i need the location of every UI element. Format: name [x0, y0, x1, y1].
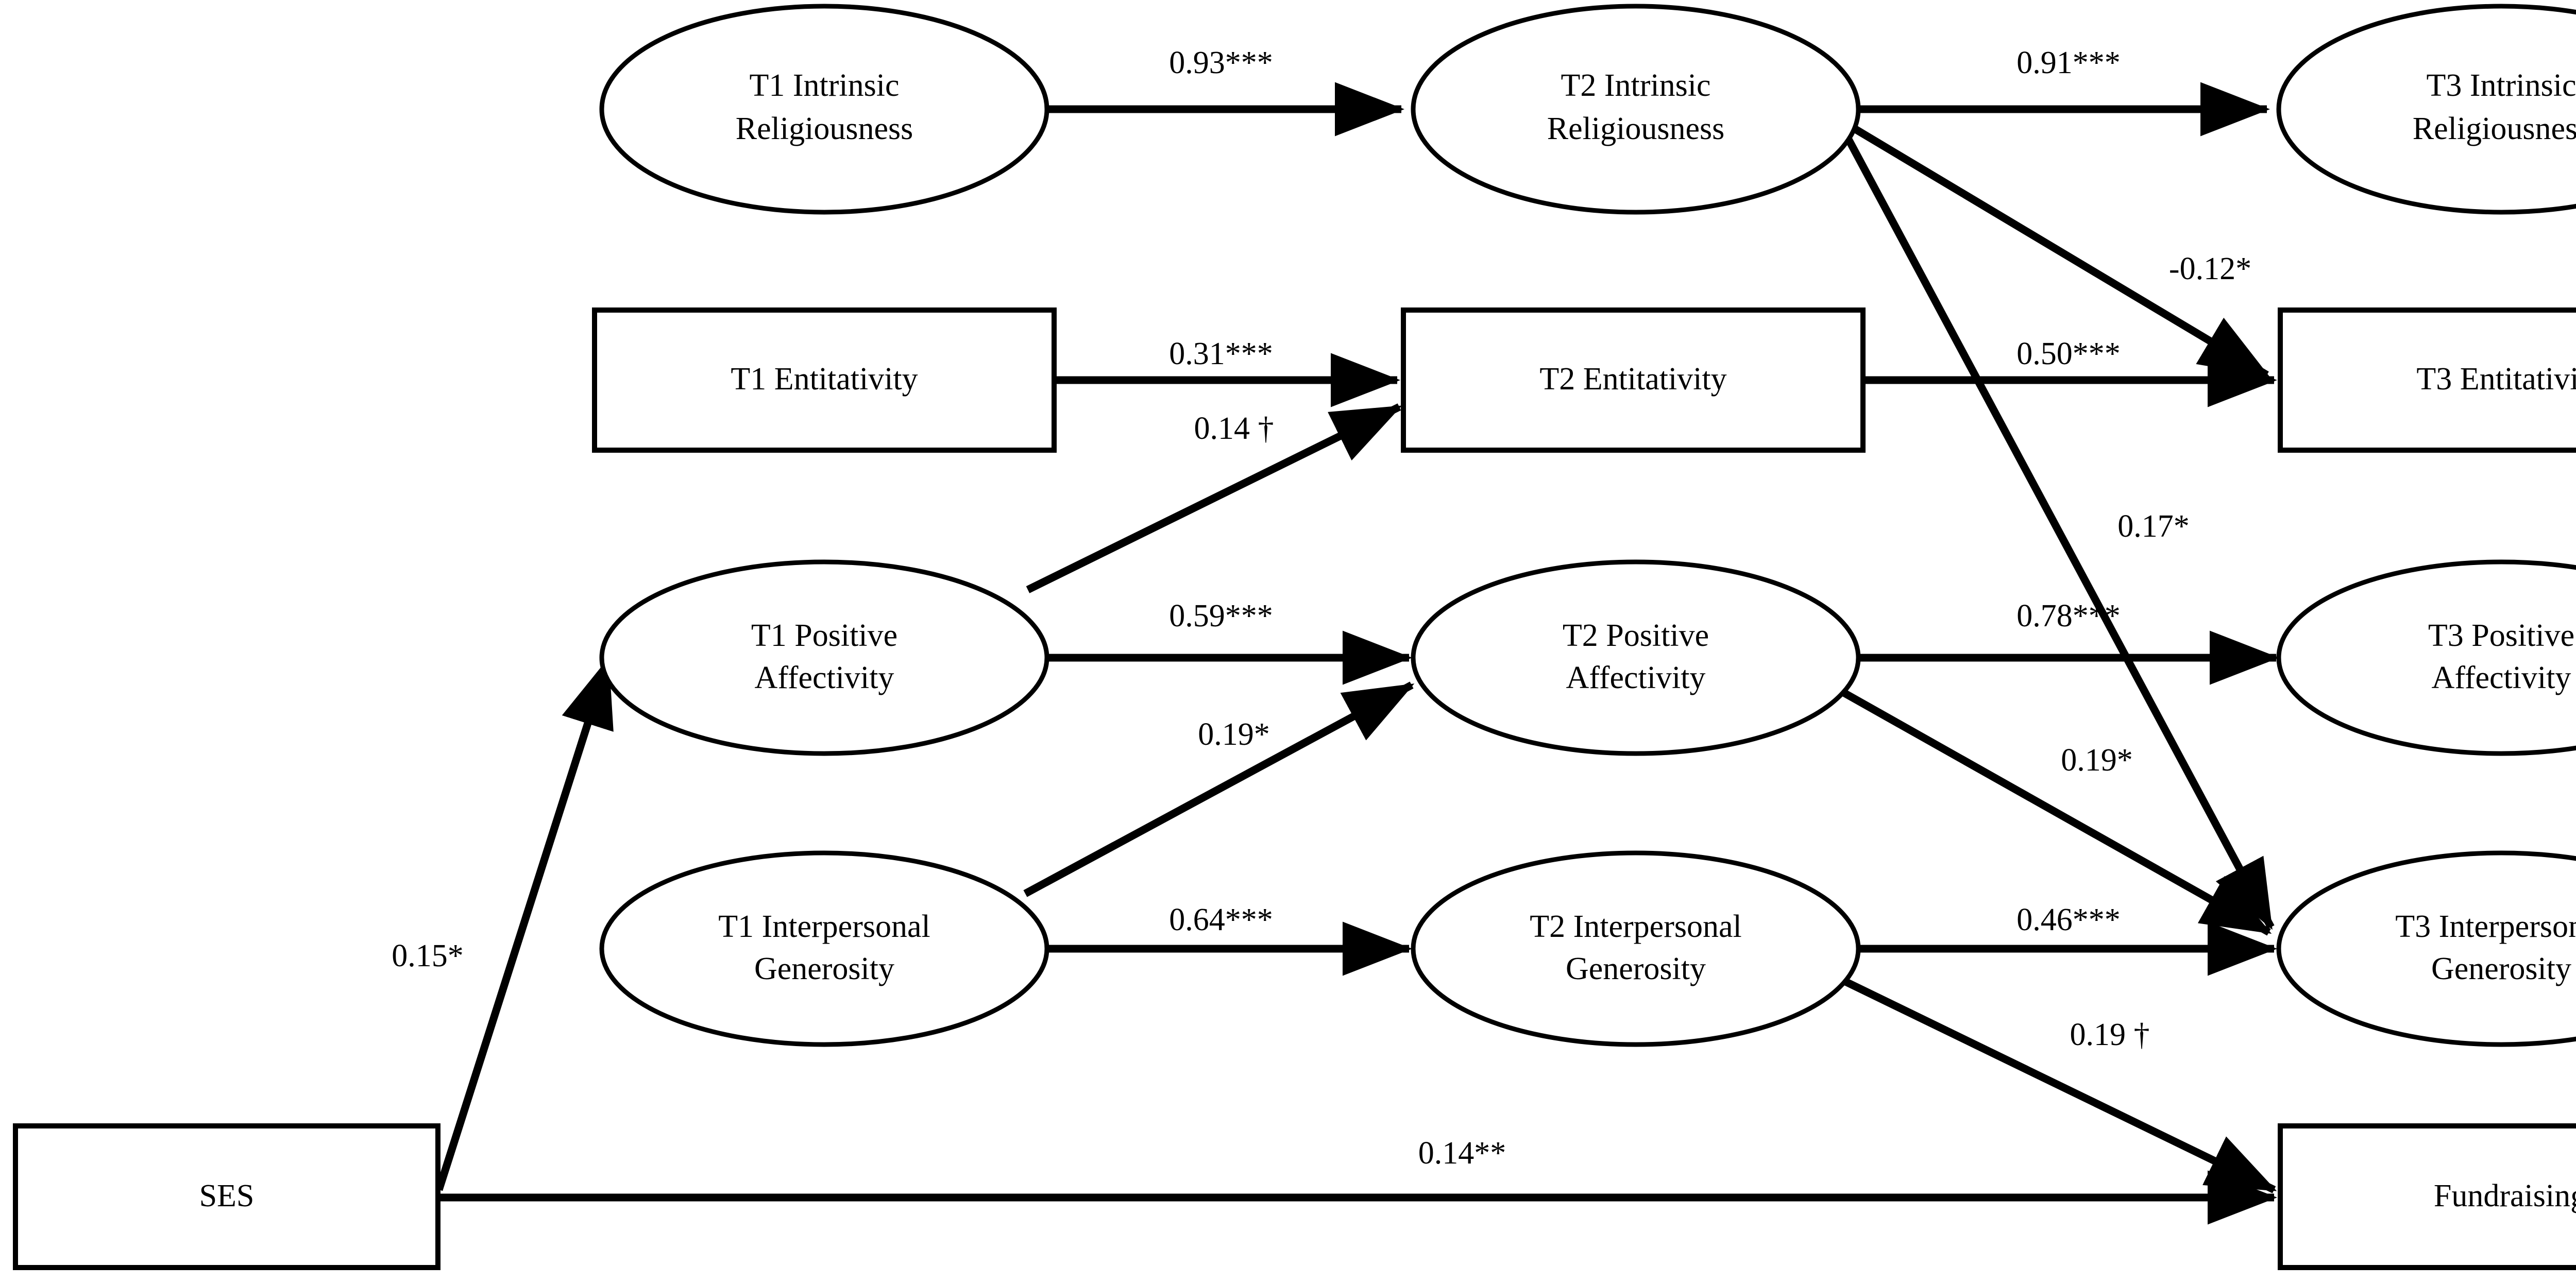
edge-label-t2pa-t3pa: 0.78*** — [2016, 598, 2121, 634]
edge-label-ses-fundraising: 0.14** — [1418, 1136, 1506, 1171]
edge-t2ir-t3ent — [1853, 125, 2270, 379]
edge-label-t2ent-t3ent: 0.50*** — [2016, 336, 2121, 371]
node-label-line2: Affectivity — [1566, 660, 1706, 695]
edge-t2ig-fundraising — [1837, 975, 2277, 1193]
edge-label-t2ir-t3ig: 0.17* — [2117, 509, 2190, 544]
node-t3-interpersonal-generosity[interactable]: T3 Interpersonal Generosity — [2276, 850, 2576, 1047]
edge-label-t1ig-t2ig: 0.64*** — [1169, 902, 1273, 937]
node-t2-intrinsic-religiousness[interactable]: T2 Intrinsic Religiousness — [1411, 4, 1861, 215]
node-fundraising[interactable]: Fundraising — [2278, 1123, 2576, 1270]
node-label-line2: Affectivity — [755, 660, 894, 695]
node-label-line2: Religiousness — [2413, 111, 2576, 146]
node-label-line1: T3 Entitativity — [2416, 362, 2576, 397]
edge-label-t1ir-t2ir: 0.93*** — [1169, 45, 1273, 80]
edge-ses-t1pa — [435, 657, 614, 1191]
node-label-line2: Generosity — [754, 951, 894, 986]
edge-label-t2pa-t3ig: 0.19* — [2061, 743, 2133, 778]
edge-t2ir-t3ig — [1843, 134, 2275, 930]
edge-label-t2ir-t3ir: 0.91*** — [2016, 45, 2121, 80]
edge-label-t1pa-t2pa: 0.59*** — [1169, 598, 1273, 634]
node-label-line1: T1 Positive — [751, 618, 897, 653]
node-label-line2: Affectivity — [2432, 660, 2571, 695]
edge-label-t1ent-t2ent: 0.31*** — [1169, 336, 1273, 371]
node-t3-positive-affectivity[interactable]: T3 Positive Affectivity — [2276, 559, 2576, 756]
node-ses[interactable]: SES — [13, 1123, 440, 1270]
edge-label-t2ig-fundraising: 0.19 † — [2070, 1017, 2150, 1052]
edge-label-t2ig-t3ig: 0.46*** — [2016, 902, 2121, 937]
node-label-line1: T2 Positive — [1563, 618, 1709, 653]
edge-t1ig-t2pa — [1023, 681, 1415, 897]
node-label-line1: T1 Intrinsic — [750, 68, 900, 103]
node-label-line1: T2 Entitativity — [1539, 362, 1726, 397]
node-t1-intrinsic-religiousness[interactable]: T1 Intrinsic Religiousness — [599, 4, 1049, 215]
node-t1-positive-affectivity[interactable]: T1 Positive Affectivity — [599, 559, 1049, 756]
node-label-line1: T1 Interpersonal — [718, 909, 930, 944]
node-t2-entitativity[interactable]: T2 Entitativity — [1401, 307, 1866, 453]
node-label-line2: Religiousness — [736, 111, 913, 146]
node-t2-interpersonal-generosity[interactable]: T2 Interpersonal Generosity — [1411, 850, 1861, 1047]
nodes-layer: T1 Intrinsic Religiousness T2 Intrinsic … — [13, 4, 2576, 1270]
edge-label-t1ig-t2pa: 0.19* — [1198, 717, 1270, 752]
edge-t2pa-t3ig — [1837, 687, 2272, 936]
node-label-line2: Generosity — [1566, 951, 1706, 986]
node-label-line1: SES — [199, 1178, 255, 1213]
node-t3-entitativity[interactable]: T3 Entitativity — [2278, 307, 2576, 453]
node-t1-interpersonal-generosity[interactable]: T1 Interpersonal Generosity — [599, 850, 1049, 1047]
node-label-line2: Religiousness — [1547, 111, 1724, 146]
node-label-line1: Fundraising — [2434, 1178, 2576, 1213]
edge-t1pa-t2ent — [1026, 403, 1402, 593]
node-label-line1: T3 Positive — [2428, 618, 2574, 653]
node-label-line1: T2 Intrinsic — [1561, 68, 1711, 103]
node-t1-entitativity[interactable]: T1 Entitativity — [592, 307, 1057, 453]
node-t2-positive-affectivity[interactable]: T2 Positive Affectivity — [1411, 559, 1861, 756]
node-label-line1: T2 Interpersonal — [1530, 909, 1741, 944]
edges-layer — [435, 82, 2279, 1225]
node-label-line2: Generosity — [2431, 951, 2571, 986]
edge-labels-layer: 0.93*** 0.91*** -0.12* 0.17* 0.31*** 0.5… — [392, 45, 2251, 1171]
edge-label-t2ir-t3ent: -0.12* — [2169, 251, 2251, 286]
node-label-line1: T3 Interpersonal — [2395, 909, 2576, 944]
edge-label-ses-t1pa: 0.15* — [392, 938, 464, 973]
node-t3-intrinsic-religiousness[interactable]: T3 Intrinsic Religiousness — [2276, 4, 2576, 215]
edge-label-t1pa-t2ent: 0.14 † — [1194, 411, 1274, 446]
node-label-line1: T3 Intrinsic — [2427, 68, 2576, 103]
node-label-line1: T1 Entitativity — [731, 362, 918, 397]
